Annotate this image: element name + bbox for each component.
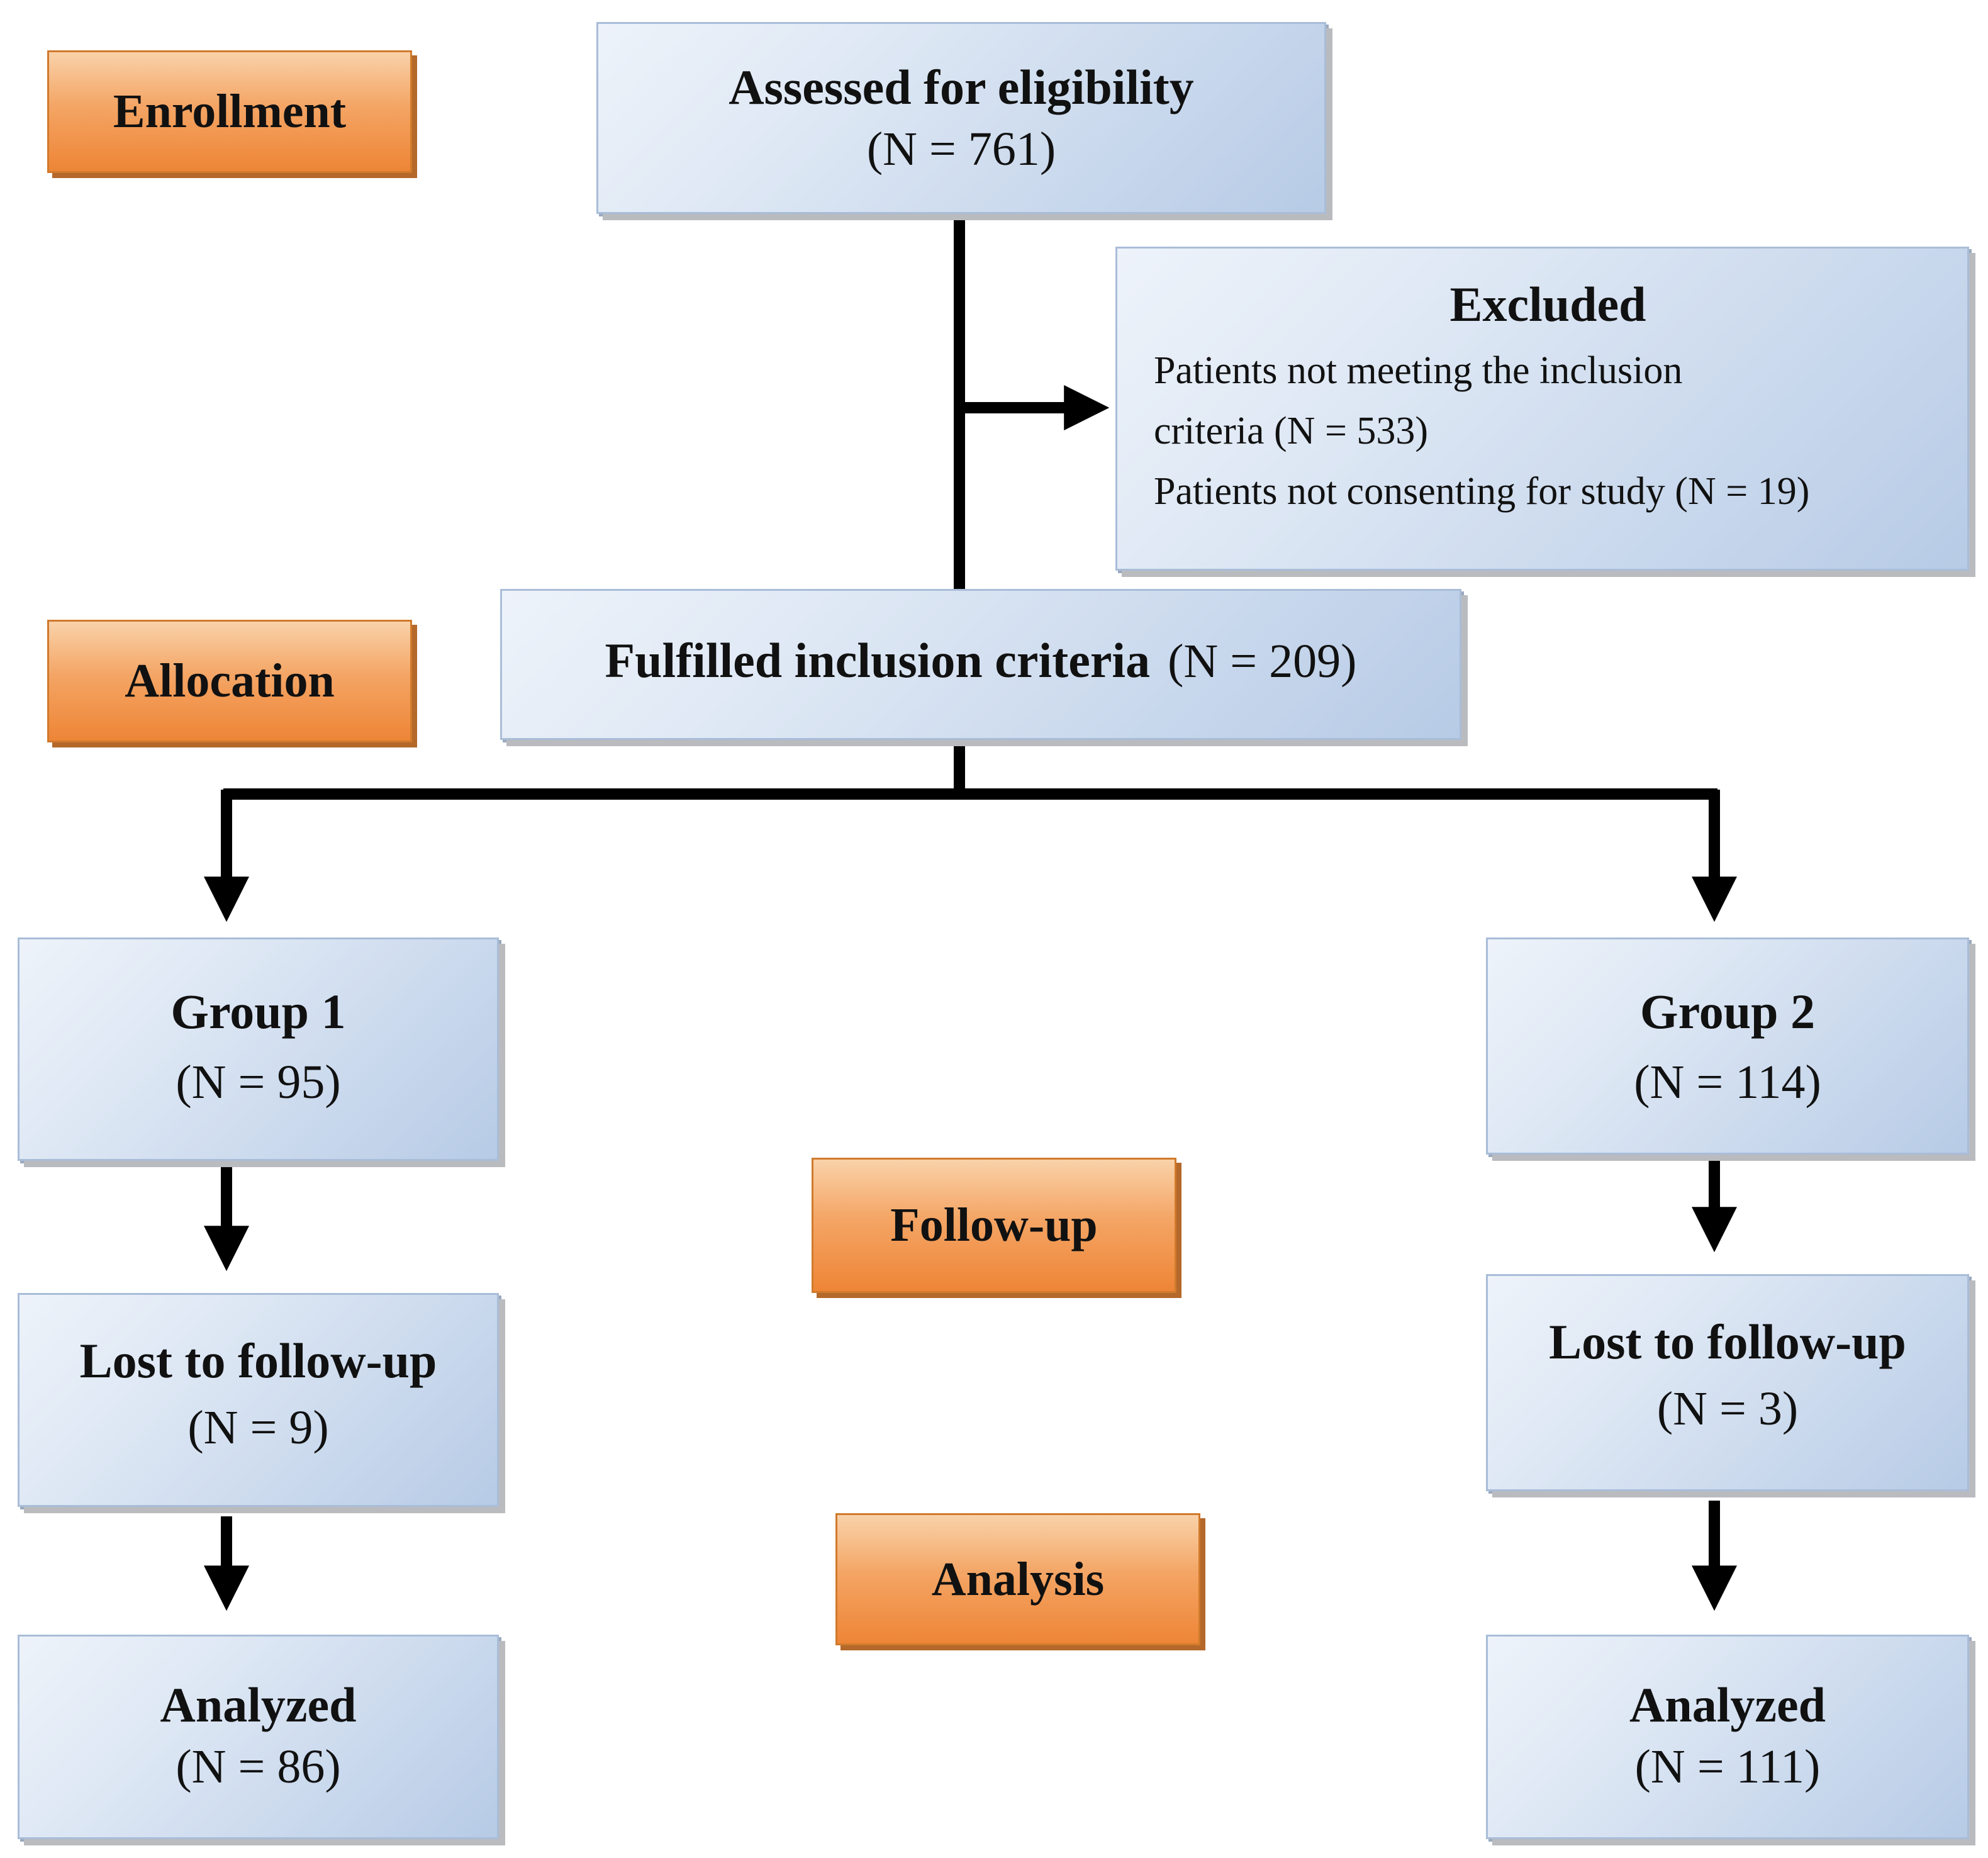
group2-analyzed-count: (N = 111) xyxy=(1634,1740,1821,1793)
stage-allocation: Allocation xyxy=(47,620,412,742)
group1-lost-title: Lost to follow-up xyxy=(79,1333,437,1388)
group2-lost-count: (N = 3) xyxy=(1656,1382,1799,1435)
excluded-line-2: criteria (N = 533) xyxy=(1154,409,1429,452)
excluded-line-1: Patients not meeting the inclusion xyxy=(1154,349,1683,392)
fulfilled-count: (N = 209) xyxy=(1168,635,1357,688)
group1-lost-count: (N = 9) xyxy=(187,1401,329,1454)
stage-follow-up: Follow-up xyxy=(812,1158,1176,1293)
excluded-line-3: Patients not consenting for study (N = 1… xyxy=(1154,469,1810,513)
stage-analysis-label: Analysis xyxy=(931,1553,1105,1606)
assessed-title: Assessed for eligibility xyxy=(729,60,1194,115)
fulfilled-title: Fulfilled inclusion criteria xyxy=(605,633,1151,688)
group2-lost-title: Lost to follow-up xyxy=(1549,1314,1906,1369)
group2-title: Group 2 xyxy=(1639,984,1816,1039)
group1-analyzed-box: Analyzed (N = 86) xyxy=(18,1635,499,1839)
assessed-count: (N = 761) xyxy=(866,122,1056,176)
fulfilled-box: Fulfilled inclusion criteria (N = 209) xyxy=(500,589,1461,740)
group2-box: Group 2 (N = 114) xyxy=(1486,937,1969,1155)
excluded-box: Excluded Patients not meeting the inclus… xyxy=(1115,247,1969,571)
group1-lost-box: Lost to follow-up (N = 9) xyxy=(18,1293,499,1507)
stage-follow-up-label: Follow-up xyxy=(890,1199,1098,1251)
group2-lost-box: Lost to follow-up (N = 3) xyxy=(1486,1274,1969,1491)
group2-count: (N = 114) xyxy=(1634,1055,1821,1109)
group1-analyzed-title: Analyzed xyxy=(160,1677,357,1732)
group2-analyzed-box: Analyzed (N = 111) xyxy=(1486,1635,1969,1839)
stage-enrollment: Enrollment xyxy=(47,50,412,173)
group2-analyzed-title: Analyzed xyxy=(1629,1677,1826,1732)
group1-title: Group 1 xyxy=(170,984,346,1039)
group1-box: Group 1 (N = 95) xyxy=(18,937,499,1161)
stage-analysis: Analysis xyxy=(835,1513,1200,1645)
stage-enrollment-label: Enrollment xyxy=(113,85,347,138)
excluded-title: Excluded xyxy=(1449,277,1646,332)
assessed-box: Assessed for eligibility (N = 761) xyxy=(596,22,1326,214)
group1-analyzed-count: (N = 86) xyxy=(176,1740,341,1793)
stage-allocation-label: Allocation xyxy=(125,654,335,707)
group1-count: (N = 95) xyxy=(176,1055,341,1109)
